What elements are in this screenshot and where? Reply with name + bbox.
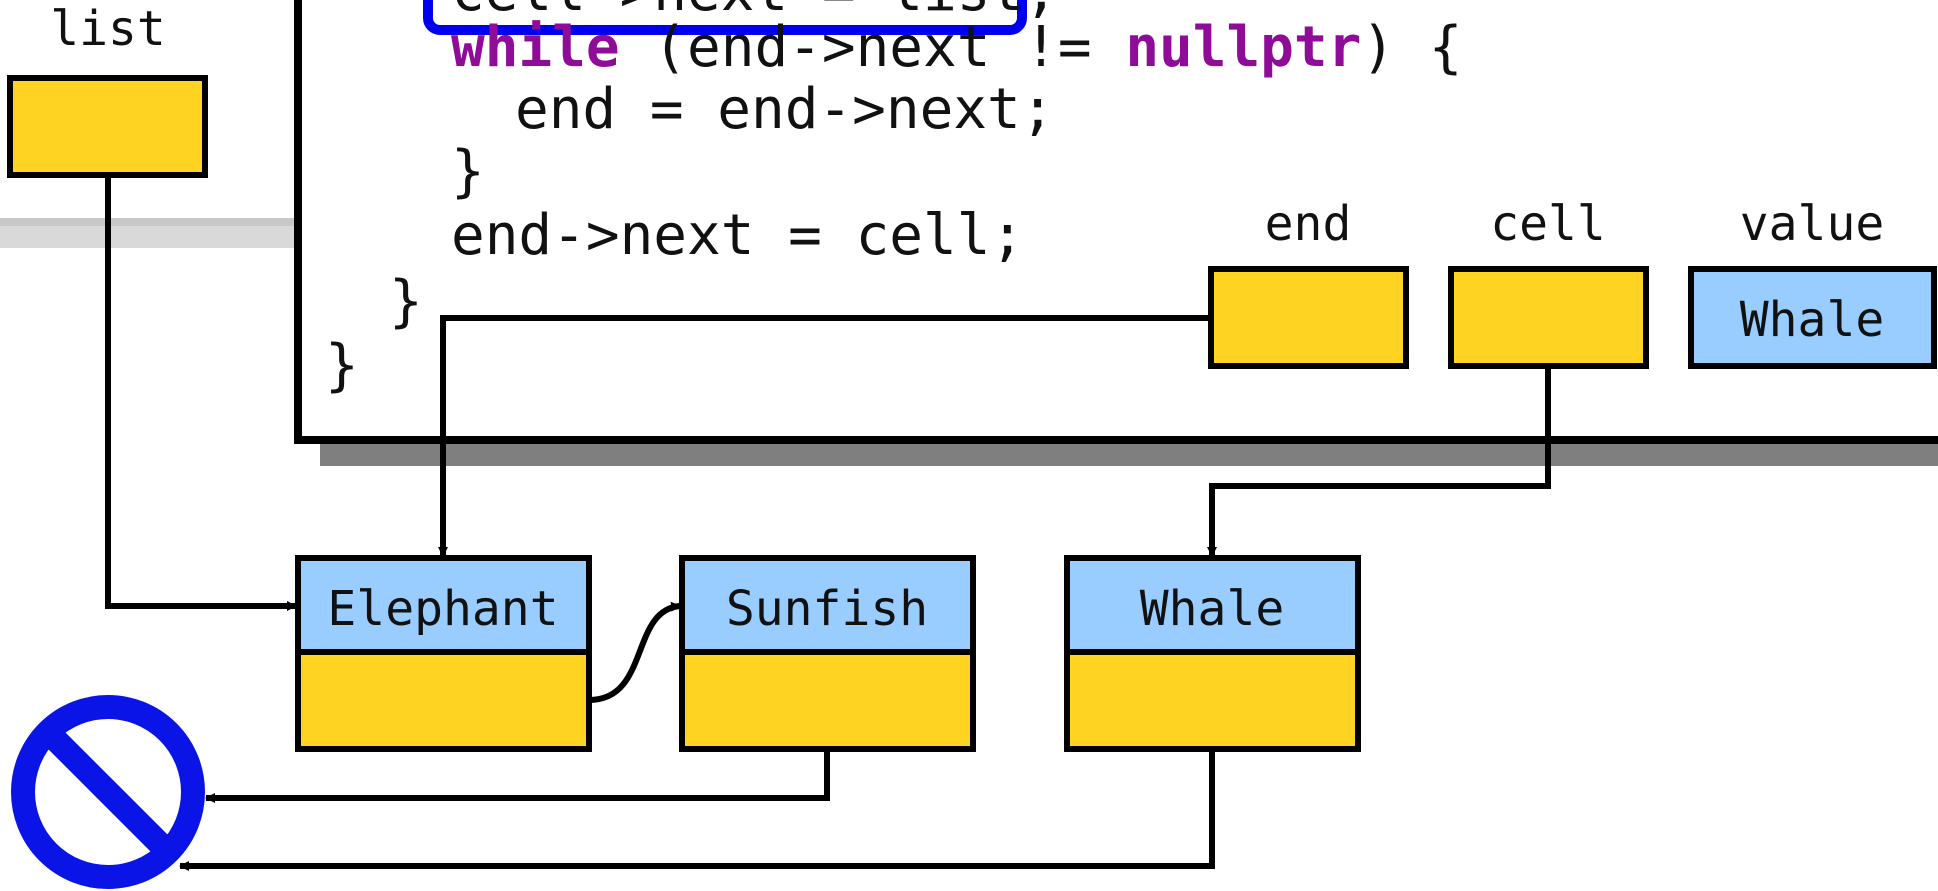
- node-next-cell: [679, 649, 976, 752]
- code-line: end = end->next;: [515, 77, 1054, 142]
- end-variable-box: [1208, 266, 1409, 369]
- code-token: cell->next = list;: [451, 0, 1058, 24]
- value-variable-box: [1688, 266, 1937, 369]
- code-token: end->next = cell;: [451, 203, 1024, 268]
- node-value-text: Whale: [1140, 581, 1285, 637]
- node-next-cell: [1064, 649, 1361, 752]
- code-token: ) {: [1361, 15, 1462, 80]
- list-variable-label: list: [50, 1, 166, 57]
- node-value-text: Sunfish: [726, 581, 928, 637]
- list-variable-box: [7, 75, 208, 178]
- node-value-cell: [1064, 555, 1361, 655]
- cell-to-whale-arrow: [1207, 366, 1551, 557]
- code-line: }: [451, 139, 485, 204]
- node-value-text: Elephant: [327, 581, 558, 637]
- current-line-highlight: [423, 0, 1027, 35]
- code-panel: [294, 0, 1938, 444]
- code-token: (end->next !=: [620, 15, 1126, 80]
- list-to-elephant-arrow: [105, 178, 297, 611]
- value-variable-label: value: [1740, 196, 1885, 252]
- code-token: }: [325, 333, 359, 398]
- code-panel-shadow: [320, 444, 1938, 466]
- code-line: while (end->next != nullptr) {: [451, 15, 1462, 80]
- end-variable-label: end: [1265, 196, 1352, 252]
- cell-variable-box: [1448, 266, 1649, 369]
- node-value-cell: [295, 555, 592, 655]
- code-token: }: [389, 269, 423, 334]
- whale-to-null-arrow: [179, 749, 1215, 871]
- code-line: end->next = cell;: [451, 203, 1024, 268]
- cell-variable-label: cell: [1490, 196, 1606, 252]
- background-band-edge: [0, 218, 300, 226]
- sunfish-to-null-arrow: [205, 749, 830, 803]
- code-line: }: [389, 269, 423, 334]
- node-value-cell: [679, 555, 976, 655]
- elephant-to-sunfish-arrow: [588, 601, 681, 703]
- list-node-elephant: Elephant: [295, 555, 592, 752]
- code-line: }: [325, 333, 359, 398]
- end-to-elephant-arrow: [438, 315, 1211, 557]
- code-token: end = end->next;: [515, 77, 1054, 142]
- code-keyword: while: [451, 15, 620, 80]
- list-node-whale: Whale: [1064, 555, 1361, 752]
- code-listing: cell->next = list; while (end->next != n…: [325, 0, 1462, 398]
- list-node-sunfish: Sunfish: [679, 555, 976, 752]
- code-keyword: nullptr: [1125, 15, 1361, 80]
- code-token: }: [451, 139, 485, 204]
- node-next-cell: [295, 649, 592, 752]
- code-line: cell->next = list;: [451, 0, 1058, 24]
- null-pointer-icon: [11, 695, 205, 889]
- value-variable-content: Whale: [1740, 292, 1885, 348]
